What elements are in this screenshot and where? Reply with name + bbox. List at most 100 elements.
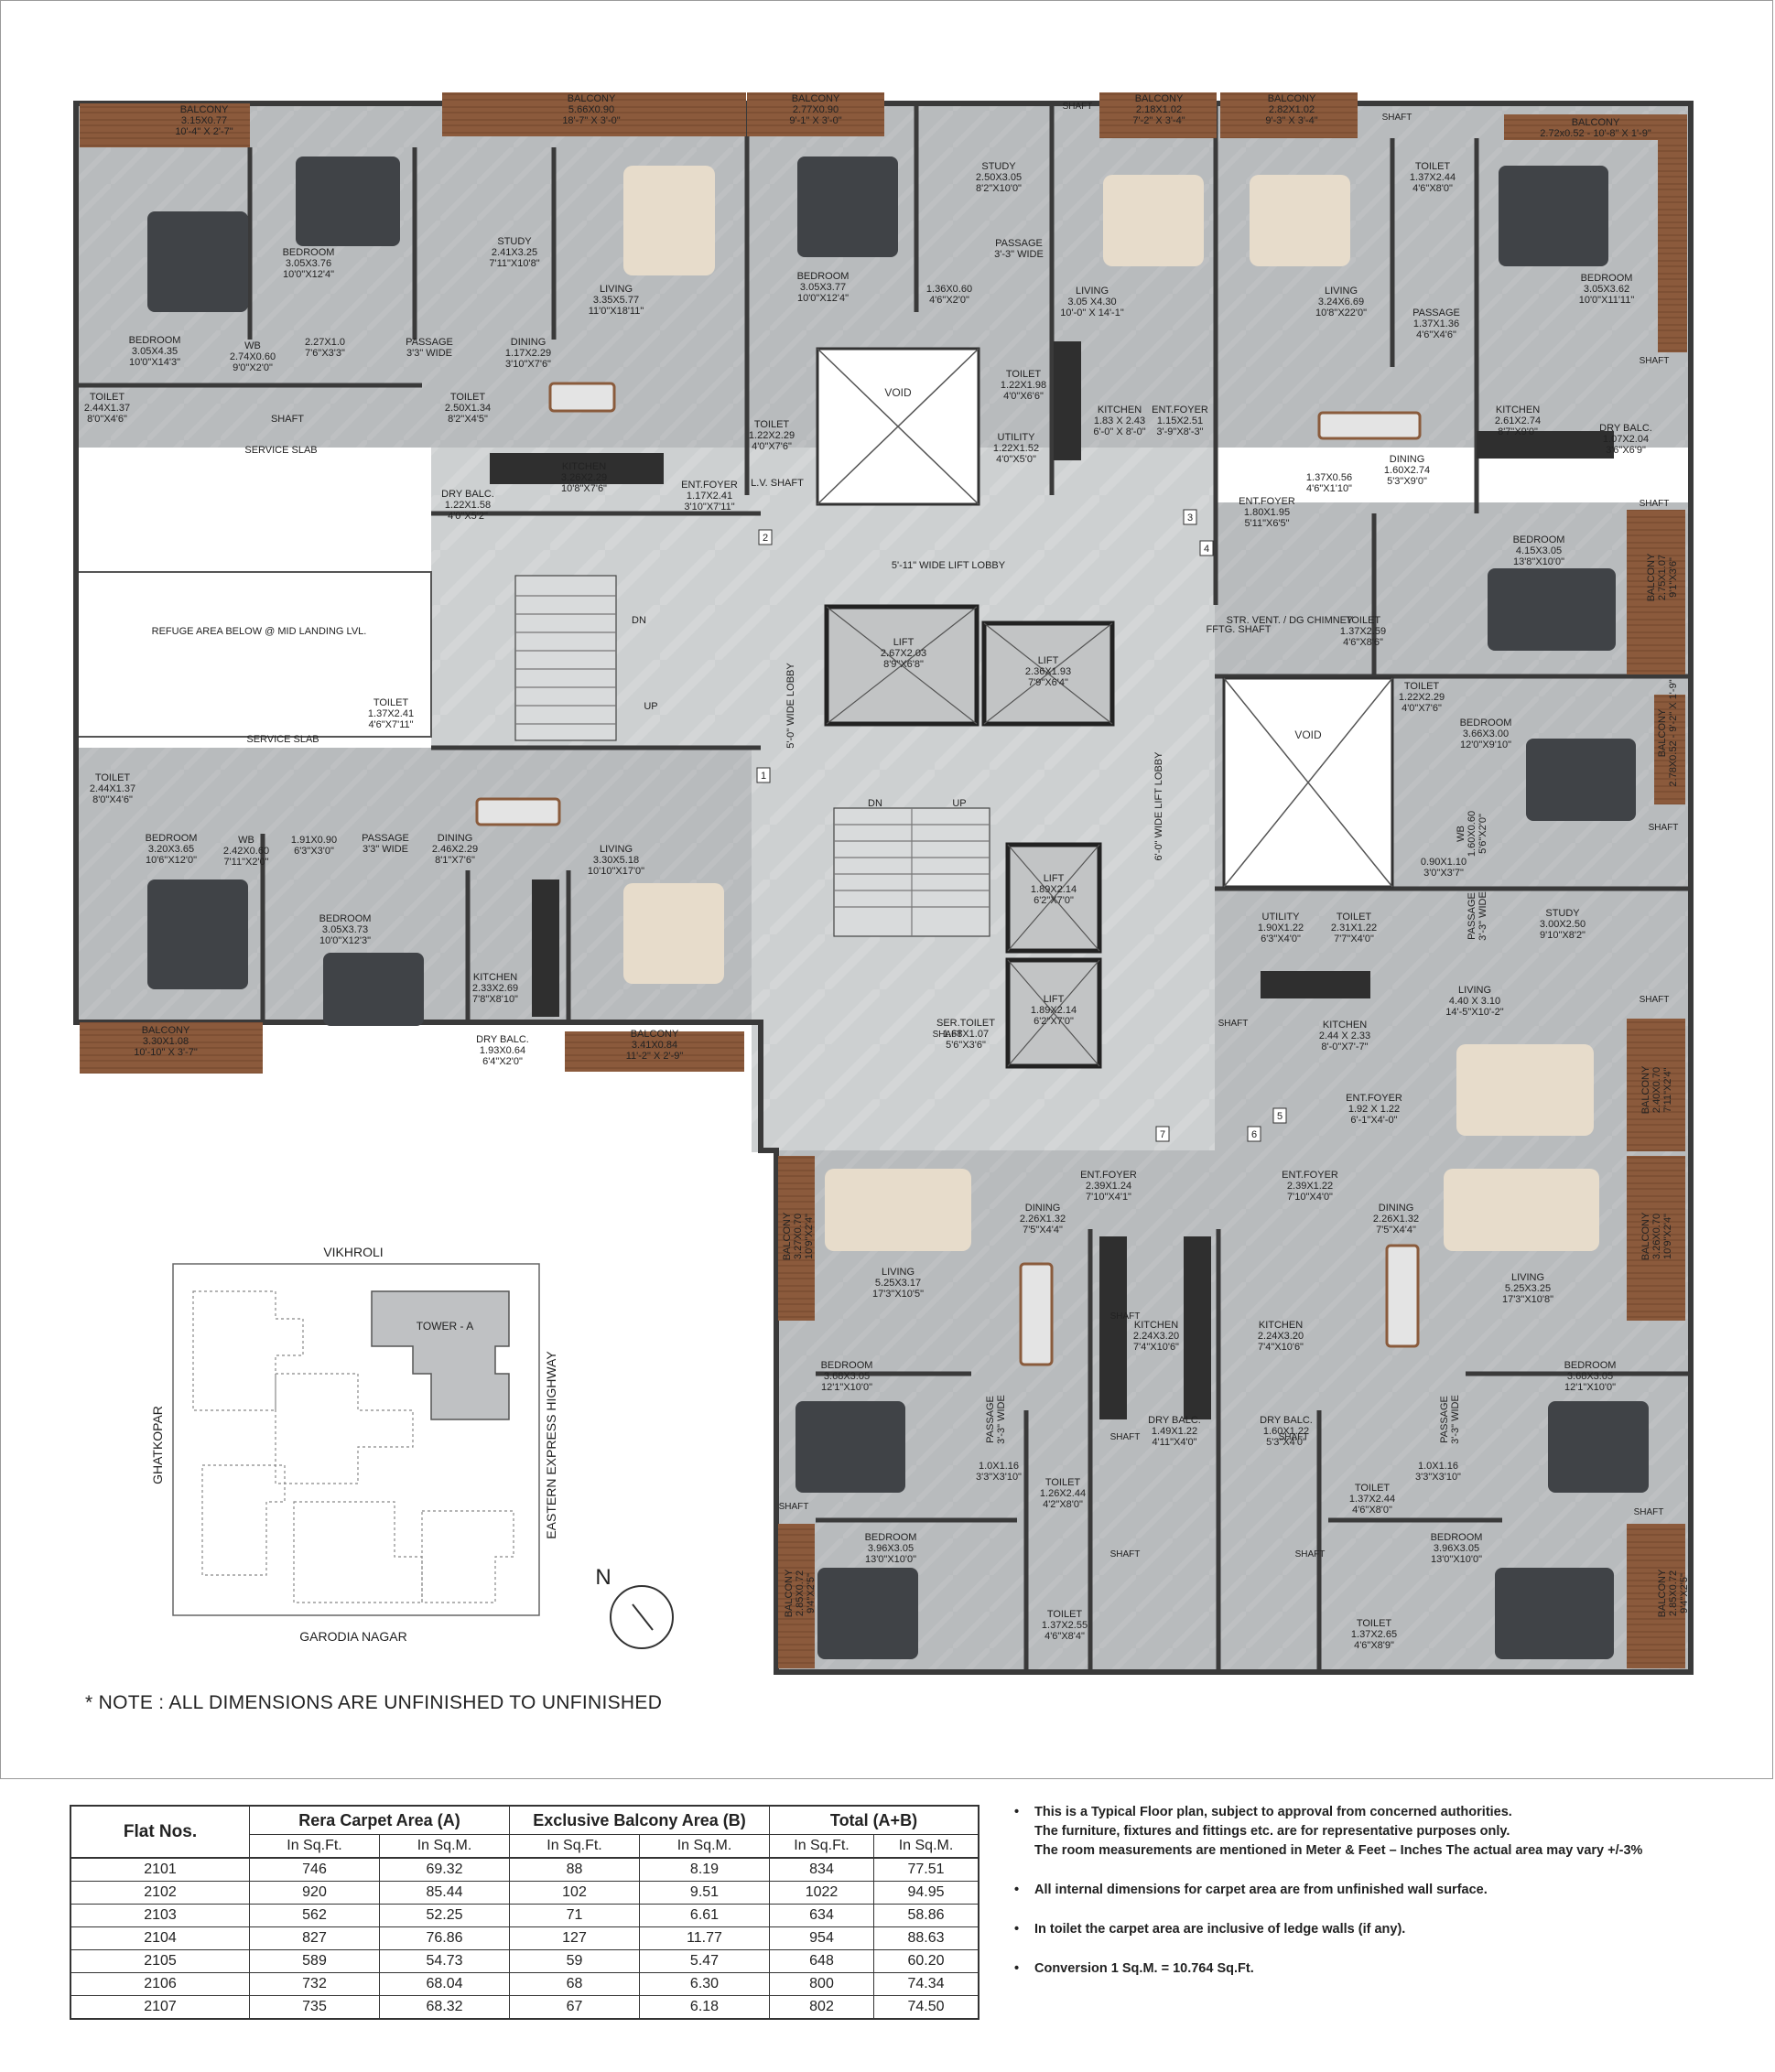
shaft-label: SHAFT xyxy=(1110,1549,1141,1559)
balcony-area xyxy=(778,1156,815,1321)
flat-marker: 5 xyxy=(1277,1111,1283,1122)
area-cell: 11.77 xyxy=(639,1926,770,1950)
area-cell: 68.04 xyxy=(379,1972,510,1996)
bed-icon xyxy=(323,953,424,1026)
kitchen-counter-icon xyxy=(1477,431,1614,459)
balcony-area xyxy=(747,92,884,136)
note-item: This is a Typical Floor plan, subject to… xyxy=(1011,1803,1743,1861)
bed-icon xyxy=(1526,739,1636,821)
balcony-area xyxy=(1654,695,1685,804)
stair-treads xyxy=(514,575,617,741)
balcony-area xyxy=(565,1031,744,1072)
flat-marker: 3 xyxy=(1187,513,1193,523)
dimension-note: * NOTE : ALL DIMENSIONS ARE UNFINISHED T… xyxy=(85,1692,663,1713)
flat-marker: 4 xyxy=(1204,544,1209,555)
flat-marker: 7 xyxy=(1160,1129,1165,1140)
total-area-header: Total (A+B) xyxy=(769,1805,979,1835)
bed-icon xyxy=(1495,1568,1614,1659)
flat-number-cell: 2102 xyxy=(70,1881,250,1905)
void-areas: VOID VOID xyxy=(816,347,1394,889)
area-cell: 827 xyxy=(249,1926,380,1950)
note-line: The furniture, fixtures and fittings etc… xyxy=(1034,1824,1510,1840)
room-label-refuge: REFUGE AREA BELOW @ MID LANDING LVL. xyxy=(152,626,367,637)
dining-table-icon xyxy=(1317,411,1422,440)
lobby-label: 5'-0" WIDE LOBBY xyxy=(785,663,796,749)
sub-header: In Sq.M. xyxy=(639,1834,770,1859)
balcony-area xyxy=(1627,1156,1685,1321)
area-cell: 834 xyxy=(769,1857,874,1882)
sofa-set-icon xyxy=(1250,175,1350,266)
note-line: All internal dimensions for carpet area … xyxy=(1034,1883,1488,1898)
balconies xyxy=(80,92,1687,1668)
flat-marker-box xyxy=(1199,540,1214,556)
dining-table-icon xyxy=(1385,1244,1420,1348)
room-label-lvshaft: L.V. SHAFT xyxy=(751,478,804,489)
note-line: This is a Typical Floor plan, subject to… xyxy=(1034,1805,1512,1819)
area-cell: 6.18 xyxy=(639,1995,770,2020)
balcony-area xyxy=(1099,92,1217,138)
plan-notes: This is a Typical Floor plan, subject to… xyxy=(1011,1803,1743,1999)
kitchen-counter-icon xyxy=(1054,341,1081,460)
sub-header: In Sq.M. xyxy=(873,1834,979,1859)
area-cell: 77.51 xyxy=(873,1857,979,1882)
area-cell: 76.86 xyxy=(379,1926,510,1950)
void-label: VOID xyxy=(1294,728,1322,741)
flat-number-cell: 2103 xyxy=(70,1904,250,1927)
room-label-service-1: SERVICE SLAB xyxy=(244,445,317,456)
area-cell: 732 xyxy=(249,1972,380,1996)
balcony-area xyxy=(1658,114,1687,352)
balcony-area xyxy=(80,103,250,147)
balcony-area xyxy=(1504,114,1660,140)
sofa-set-icon xyxy=(623,883,724,984)
area-cell: 562 xyxy=(249,1904,380,1927)
flat-marker: 6 xyxy=(1251,1129,1257,1140)
area-cell: 68.32 xyxy=(379,1995,510,2020)
sofa-set-icon xyxy=(1444,1169,1599,1251)
area-cell: 58.86 xyxy=(873,1904,979,1927)
sofa-set-icon xyxy=(1456,1044,1594,1136)
area-cell: 127 xyxy=(509,1926,640,1950)
area-cell: 634 xyxy=(769,1904,874,1927)
room-label-pass-6: PASSAGE3'-3" WIDE xyxy=(985,1395,1007,1444)
flat-marker-box xyxy=(1155,1126,1170,1142)
balcony-area xyxy=(1627,510,1685,674)
sub-header: In Sq.Ft. xyxy=(769,1834,874,1859)
shaft-label: SHAFT xyxy=(1279,1432,1309,1442)
area-cell: 54.73 xyxy=(379,1949,510,1973)
flat-marker-box xyxy=(758,529,773,545)
shaft-label: SHAFT xyxy=(1110,1311,1141,1322)
room-label-balc-14: BALCONY2.85X0.729'4"X2'5" xyxy=(784,1569,817,1617)
